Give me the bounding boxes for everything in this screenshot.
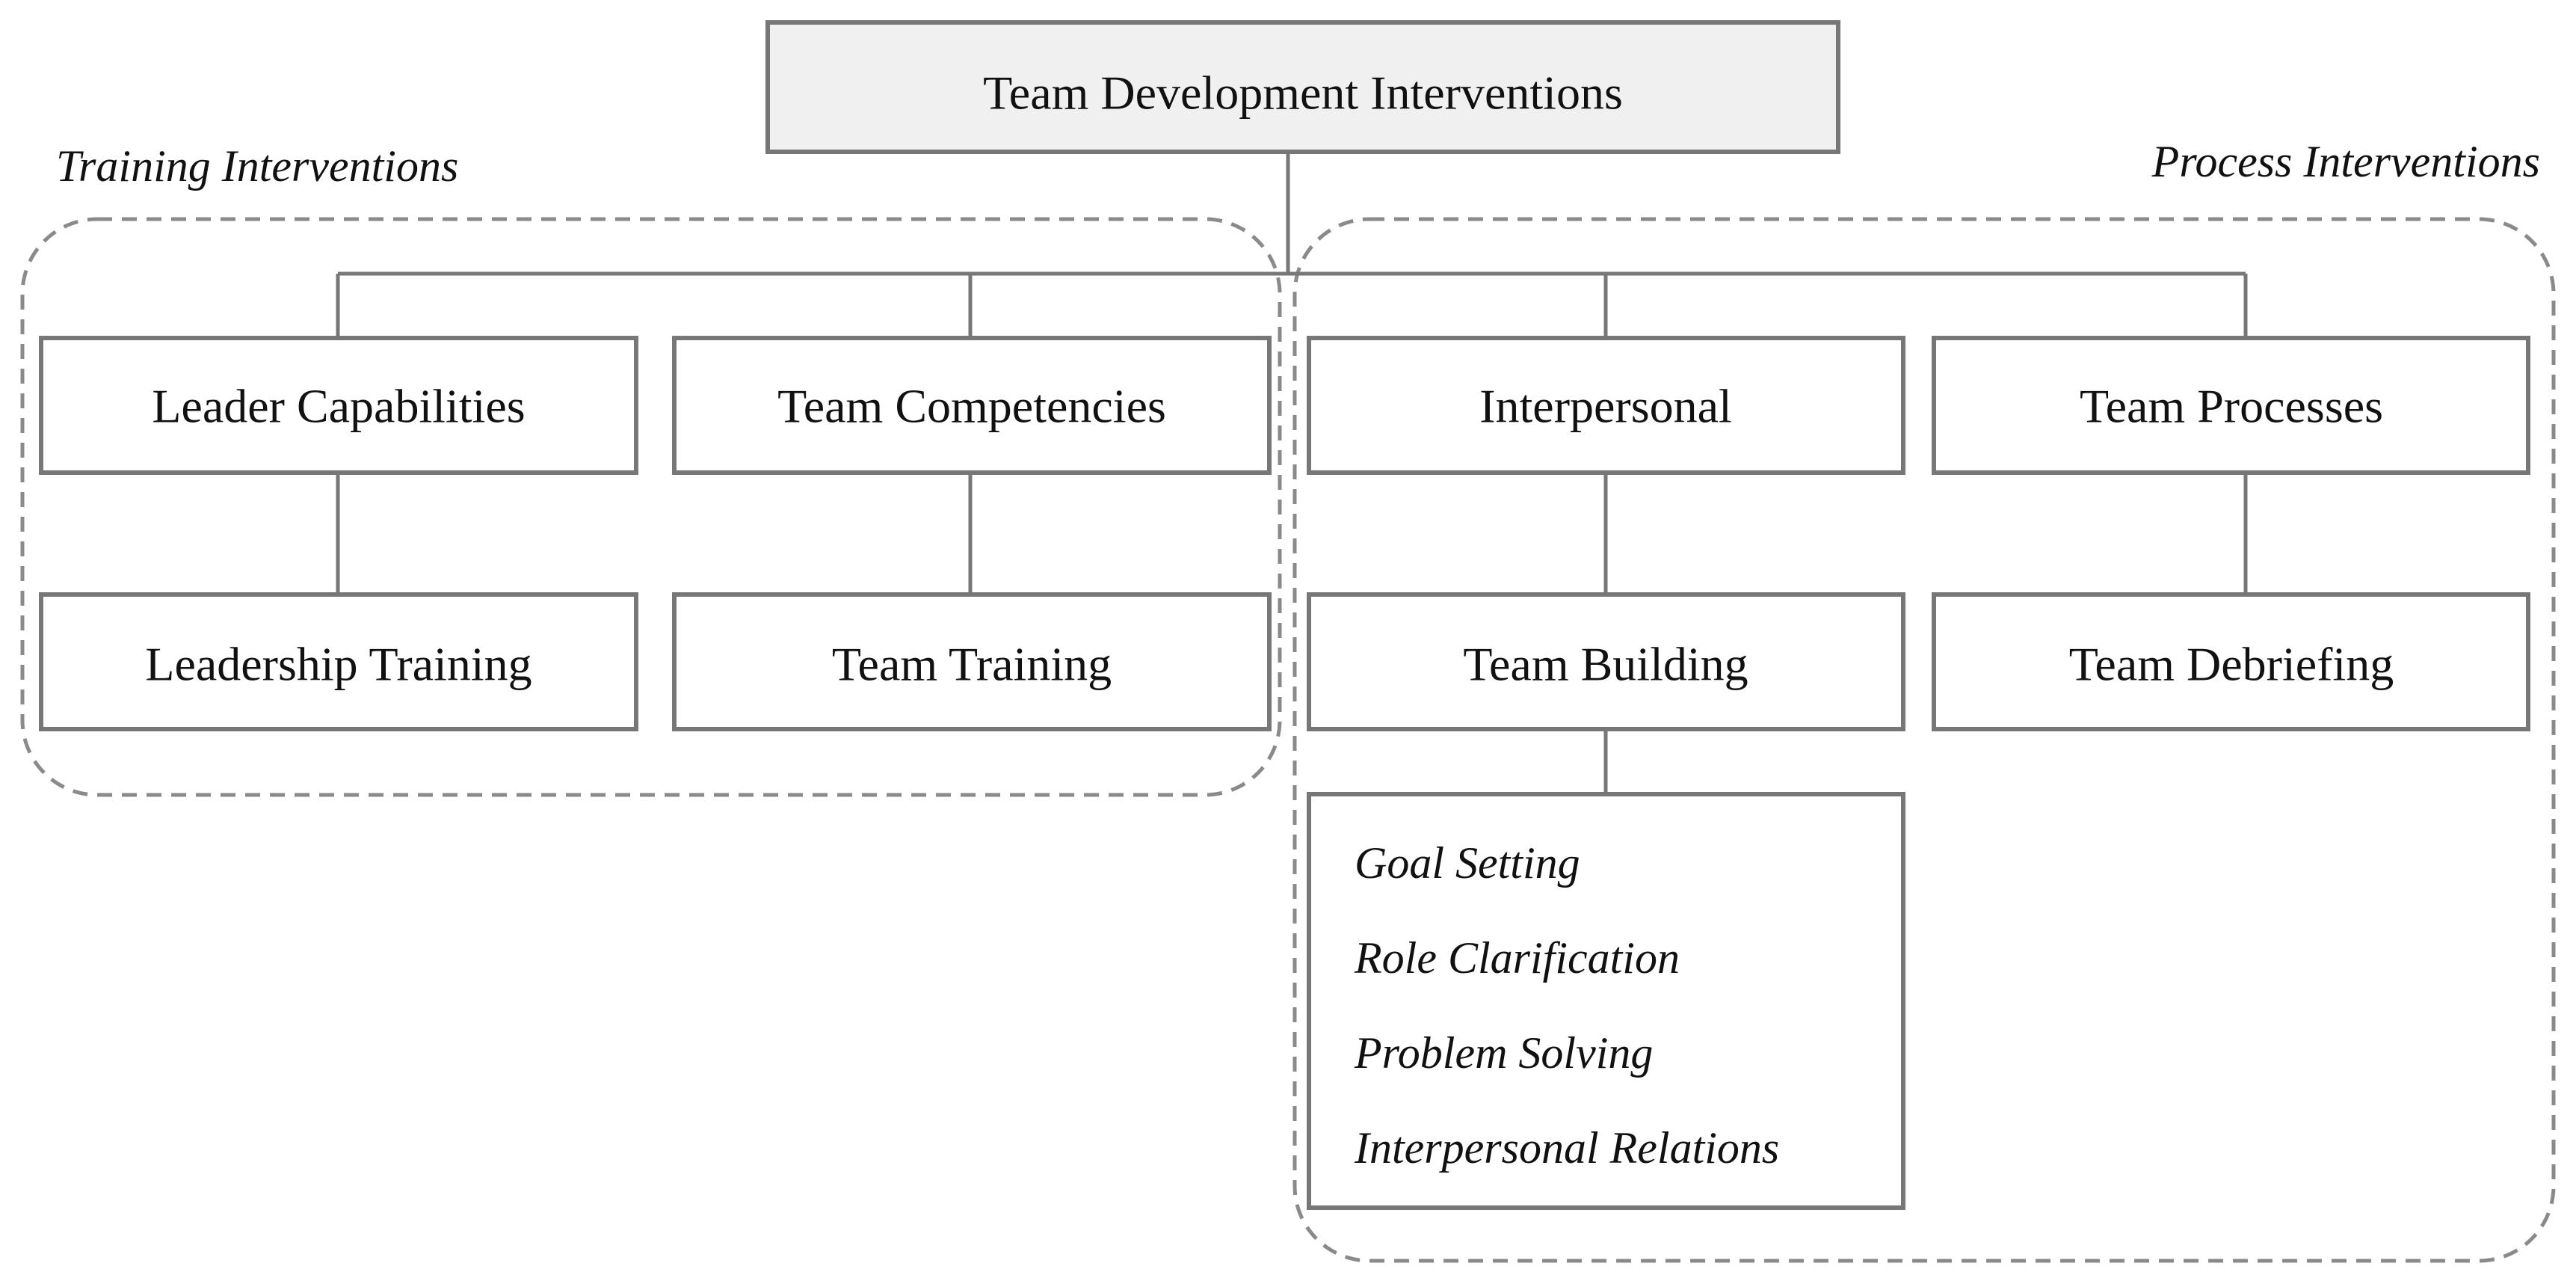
- root-box: [765, 20, 1840, 154]
- root-label: Team Development Interventions: [983, 67, 1623, 120]
- goal-setting-item: Goal Setting: [1355, 838, 1580, 888]
- interpersonal-label: Interpersonal: [1479, 380, 1732, 433]
- team-processes-box: [1932, 336, 2530, 475]
- team-competencies-label: Team Competencies: [777, 380, 1166, 433]
- team-debriefing-box: [1932, 592, 2530, 731]
- role-clarification-item: Role Clarification: [1354, 933, 1680, 983]
- team-training-box: [672, 592, 1272, 731]
- team-competencies-box: [672, 336, 1272, 475]
- leadership-training-label: Leadership Training: [145, 638, 531, 691]
- leadership-training-box: [39, 592, 638, 731]
- problem-solving-item: Problem Solving: [1354, 1028, 1653, 1078]
- team-building-items-box: [1307, 792, 1905, 1210]
- team-building-box: [1307, 592, 1905, 731]
- team-debriefing-label: Team Debriefing: [2069, 638, 2394, 691]
- training-interventions-group: [20, 217, 1282, 797]
- process-interventions-label: Process Interventions: [2151, 137, 2540, 186]
- leader-capabilities-label: Leader Capabilities: [152, 380, 525, 433]
- training-interventions-label: Training Interventions: [56, 141, 458, 191]
- process-interventions-group: [1292, 217, 2556, 1263]
- team-training-label: Team Training: [832, 638, 1112, 691]
- team-processes-label: Team Processes: [2080, 380, 2383, 433]
- leader-capabilities-box: [39, 336, 638, 475]
- team-building-label: Team Building: [1463, 638, 1748, 691]
- interpersonal-box: [1307, 336, 1905, 475]
- connectors: [336, 152, 2248, 794]
- interpersonal-relations-item: Interpersonal Relations: [1354, 1123, 1779, 1173]
